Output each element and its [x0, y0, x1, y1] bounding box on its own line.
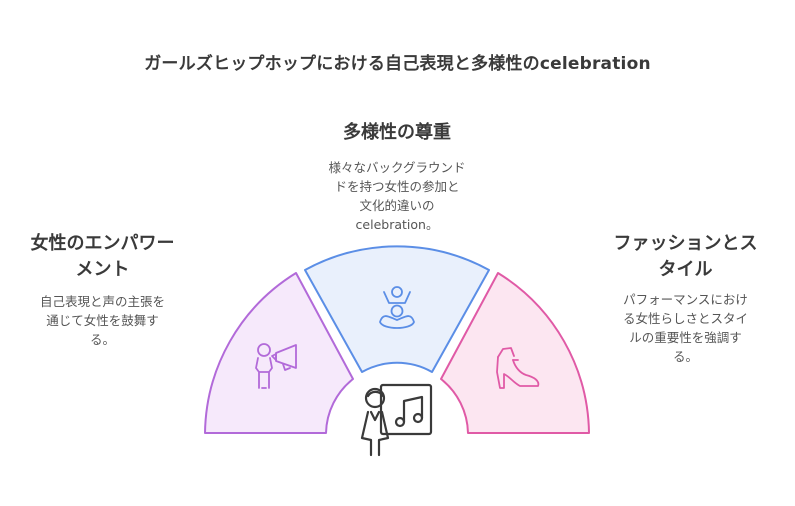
section-title-middle: 多様性の尊重 [343, 122, 451, 143]
segment-right [440, 272, 590, 434]
high-heel-icon [496, 347, 540, 389]
segment-middle [304, 245, 490, 373]
diagram-title: ガールズヒップホップにおける自己表現と多様性のcelebration [144, 54, 651, 74]
group-people-icon [379, 286, 415, 329]
section-desc-middle: 様々なバックグラウンド ドを持つ女性の参加と 文化的違いの celebratio… [328, 160, 466, 232]
section-title-right: ファッションとス タイル [613, 233, 758, 280]
megaphone-person-icon [255, 343, 297, 389]
section-desc-right: パフォーマンスにおけ る女性らしさとスタイ ルの重要性を強調す る。 [622, 292, 748, 364]
music-teacher-icon [360, 383, 433, 457]
section-title-left: 女性のエンパワー メント [30, 233, 175, 280]
section-desc-left: 自己表現と声の主張を 通じて女性を鼓舞す る。 [39, 294, 165, 347]
segment-left [204, 272, 354, 434]
